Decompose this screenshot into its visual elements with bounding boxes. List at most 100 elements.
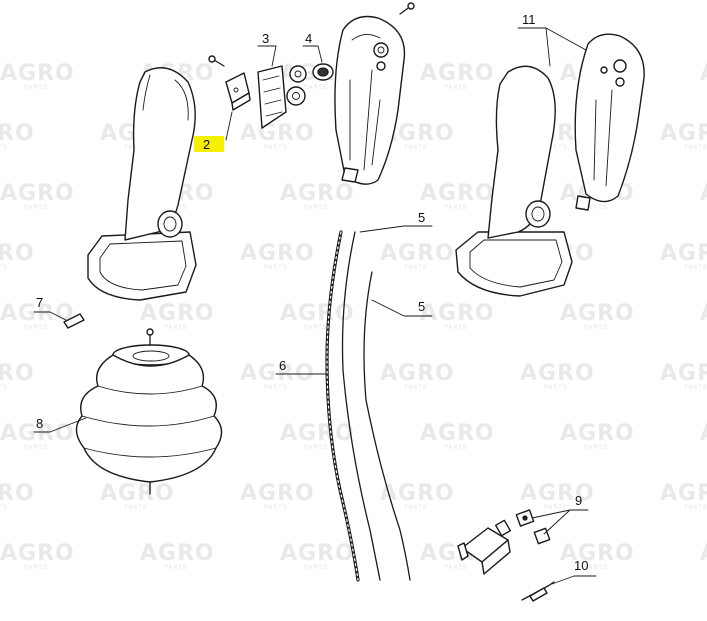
watermark-brand: AGRO — [520, 481, 595, 506]
watermark-brand: AGRO — [560, 301, 635, 326]
watermark-brand: AGRO — [660, 361, 707, 386]
watermark-sub: PARTS — [304, 444, 328, 451]
watermark-brand: AGRO — [100, 481, 175, 506]
watermark-brand: AGRO — [0, 301, 75, 326]
watermark-sub: PARTS — [24, 564, 48, 571]
watermark-brand: AGRO — [700, 541, 707, 566]
nut-part-4[interactable] — [312, 63, 334, 81]
watermark-sub: PARTS — [584, 204, 608, 211]
watermark-brand: AGRO — [420, 301, 495, 326]
watermark-brand: AGRO — [0, 241, 35, 266]
watermark-brand: AGRO — [380, 361, 455, 386]
watermark-sub: PARTS — [0, 384, 8, 391]
watermark-sub: PARTS — [684, 144, 707, 151]
screw-small[interactable] — [208, 55, 225, 67]
watermark-sub: PARTS — [444, 204, 468, 211]
rubber-boot-part-8[interactable] — [75, 328, 223, 495]
watermark-brand: AGRO — [140, 541, 215, 566]
watermark-brand: AGRO — [380, 241, 455, 266]
highlight-box-part-2 — [194, 136, 224, 152]
watermark-sub: PARTS — [304, 84, 328, 91]
bracket-part-2[interactable] — [225, 72, 251, 111]
watermark-sub: PARTS — [264, 504, 288, 511]
watermark-brand: AGRO — [240, 121, 315, 146]
watermark-brand: AGRO — [420, 61, 495, 86]
watermark-sub: PARTS — [544, 504, 568, 511]
watermark-sub: PARTS — [404, 384, 428, 391]
watermark-brand: AGRO — [380, 481, 455, 506]
watermark-sub: PARTS — [304, 564, 328, 571]
callout-7[interactable]: 7 — [36, 295, 43, 310]
callout-5-lower[interactable]: 5 — [418, 299, 425, 314]
callout-10[interactable]: 10 — [574, 558, 588, 573]
watermark-brand: AGRO — [0, 61, 75, 86]
watermark-brand: AGRO — [0, 541, 75, 566]
watermark-brand: AGRO — [560, 541, 635, 566]
watermark-brand: AGRO — [700, 301, 707, 326]
watermark-brand: AGRO — [700, 61, 707, 86]
watermark-brand: AGRO — [0, 121, 35, 146]
watermark-sub: PARTS — [684, 384, 707, 391]
watermark-sub: PARTS — [124, 504, 148, 511]
watermark-sub: PARTS — [304, 204, 328, 211]
callout-4[interactable]: 4 — [305, 31, 312, 46]
callout-labels: 2 3 4 11 5 5 6 7 8 9 10 — [36, 12, 588, 573]
watermark-brand: AGRO — [0, 421, 75, 446]
watermark-brand: AGRO — [280, 421, 355, 446]
watermark-sub: PARTS — [684, 504, 707, 511]
watermark-sub: PARTS — [24, 84, 48, 91]
callout-8[interactable]: 8 — [36, 416, 43, 431]
screw-top[interactable] — [399, 2, 415, 15]
handle-rear-housing[interactable] — [334, 15, 406, 185]
watermark-sub: PARTS — [164, 324, 188, 331]
watermark-sub: PARTS — [404, 504, 428, 511]
watermark-brand: AGRO — [420, 421, 495, 446]
cable-part-5[interactable] — [341, 231, 411, 581]
callout-3[interactable]: 3 — [262, 31, 269, 46]
watermark-brand: AGRO — [700, 181, 707, 206]
joystick-assembly-part-11[interactable] — [455, 33, 645, 297]
watermark-sub: PARTS — [544, 384, 568, 391]
watermark-sub: PARTS — [24, 324, 48, 331]
watermark-sub: PARTS — [264, 384, 288, 391]
watermark-sub: PARTS — [444, 564, 468, 571]
callout-6[interactable]: 6 — [279, 358, 286, 373]
watermark-brand: AGRO — [280, 541, 355, 566]
terminal-part-10[interactable] — [521, 581, 555, 602]
watermark-sub: PARTS — [584, 444, 608, 451]
watermark-brand: AGRO — [560, 421, 635, 446]
watermark-sub: PARTS — [0, 144, 8, 151]
gear-washers[interactable] — [286, 65, 307, 106]
leader-lines — [33, 27, 597, 585]
watermark-sub: PARTS — [264, 144, 288, 151]
watermark-brand: AGRO — [280, 181, 355, 206]
watermark-sub: PARTS — [444, 324, 468, 331]
watermark-sub: PARTS — [24, 444, 48, 451]
watermark-brand: AGRO — [660, 241, 707, 266]
watermark-sub: PARTS — [264, 264, 288, 271]
watermark-brand: AGRO — [280, 301, 355, 326]
connector-part-9[interactable] — [457, 509, 551, 575]
watermark-sub: PARTS — [164, 564, 188, 571]
watermark-brand: AGRO — [700, 421, 707, 446]
watermark-brand: AGRO — [240, 241, 315, 266]
watermark-brand: AGRO — [660, 121, 707, 146]
callout-11[interactable]: 11 — [522, 12, 536, 27]
watermark-sub: PARTS — [544, 144, 568, 151]
watermark-brand: AGRO — [420, 181, 495, 206]
callout-9[interactable]: 9 — [575, 493, 582, 508]
watermark-brand: AGRO — [660, 481, 707, 506]
callout-5-upper[interactable]: 5 — [418, 210, 425, 225]
switch-bracket-part-3[interactable] — [257, 65, 287, 129]
callout-2[interactable]: 2 — [203, 137, 210, 152]
cable-part-6[interactable] — [325, 230, 360, 582]
watermark-brand: AGRO — [520, 361, 595, 386]
watermark-brand: AGRO — [140, 301, 215, 326]
pin-part-7[interactable] — [63, 313, 85, 329]
joystick-handle-left[interactable] — [87, 67, 197, 301]
watermark-brand: AGRO — [0, 481, 35, 506]
watermark-sub: PARTS — [444, 84, 468, 91]
watermark-sub: PARTS — [24, 204, 48, 211]
watermark-brand: AGRO — [0, 181, 75, 206]
watermark-sub: PARTS — [404, 144, 428, 151]
